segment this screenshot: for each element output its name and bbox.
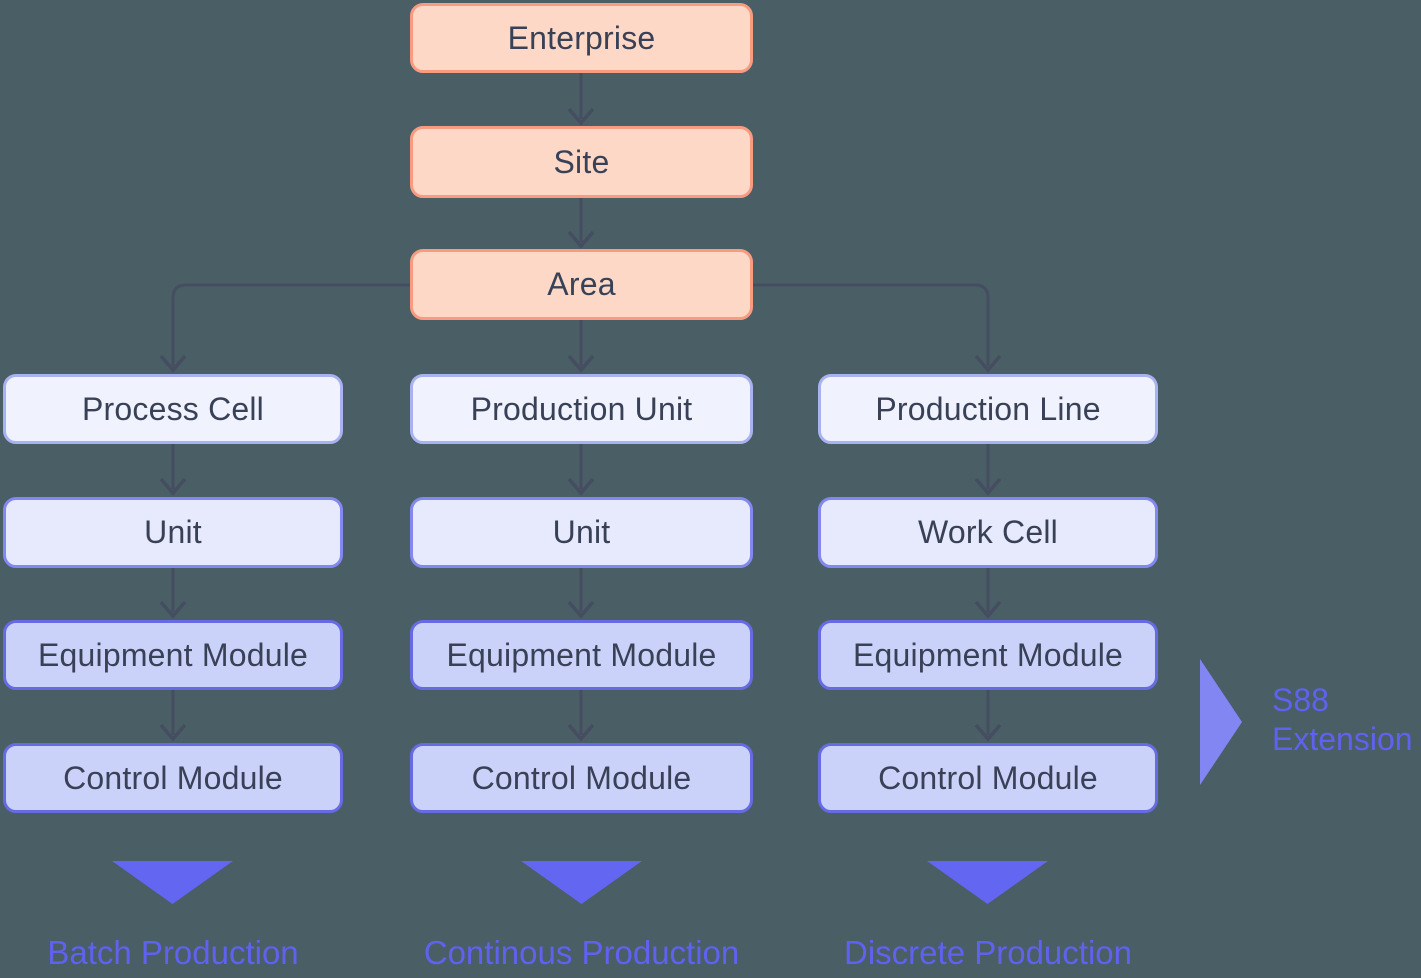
connector-work-cell-to-equipment-module [974,568,1002,619]
box-production-unit: Production Unit [410,374,753,444]
down-triangle-icon-batch [112,861,233,904]
box-equipment-module-continuous: Equipment Module [410,620,753,690]
box-area: Area [410,249,753,320]
box-unit-batch: Unit [3,497,343,568]
box-site: Site [410,126,753,198]
box-control-module-discrete: Control Module [818,743,1158,813]
connector-production-line-to-work-cell [974,444,1002,496]
box-work-cell: Work Cell [818,497,1158,568]
connector-equipment-to-control-module-left [159,690,187,742]
connector-unit-to-equipment-module-mid [567,568,595,619]
down-triangle-icon-discrete [927,861,1048,904]
box-equipment-module-batch: Equipment Module [3,620,343,690]
box-equipment-module-discrete: Equipment Module [818,620,1158,690]
right-triangle-icon-s88-extension [1200,659,1242,785]
label-discrete-production: Discrete Production [844,934,1132,971]
box-unit-continuous: Unit [410,497,753,568]
box-enterprise: Enterprise [410,3,753,73]
label-batch-production: Batch Production [47,934,299,971]
connector-equipment-to-control-module-right [974,690,1002,742]
label-continous-production: Continous Production [423,934,740,971]
box-process-cell: Process Cell [3,374,343,444]
box-control-module-continuous: Control Module [410,743,753,813]
down-triangle-icon-continuous [521,861,642,904]
connector-enterprise-to-site [567,73,595,126]
connector-production-unit-to-unit [567,444,595,496]
connector-site-to-area [567,198,595,249]
box-production-line: Production Line [818,374,1158,444]
label-s88-extension: S88 Extension [1272,681,1413,759]
connector-area-to-production-unit [567,320,595,373]
label-s88-extension-line1: S88 [1272,682,1329,718]
connector-unit-to-equipment-module-left [159,568,187,619]
connector-area-to-process-cell [159,283,410,373]
connector-area-to-production-line [752,283,1002,373]
box-control-module-batch: Control Module [3,743,343,813]
label-s88-extension-line2: Extension [1272,721,1413,757]
connector-equipment-to-control-module-mid [567,690,595,742]
connector-process-cell-to-unit [159,444,187,496]
